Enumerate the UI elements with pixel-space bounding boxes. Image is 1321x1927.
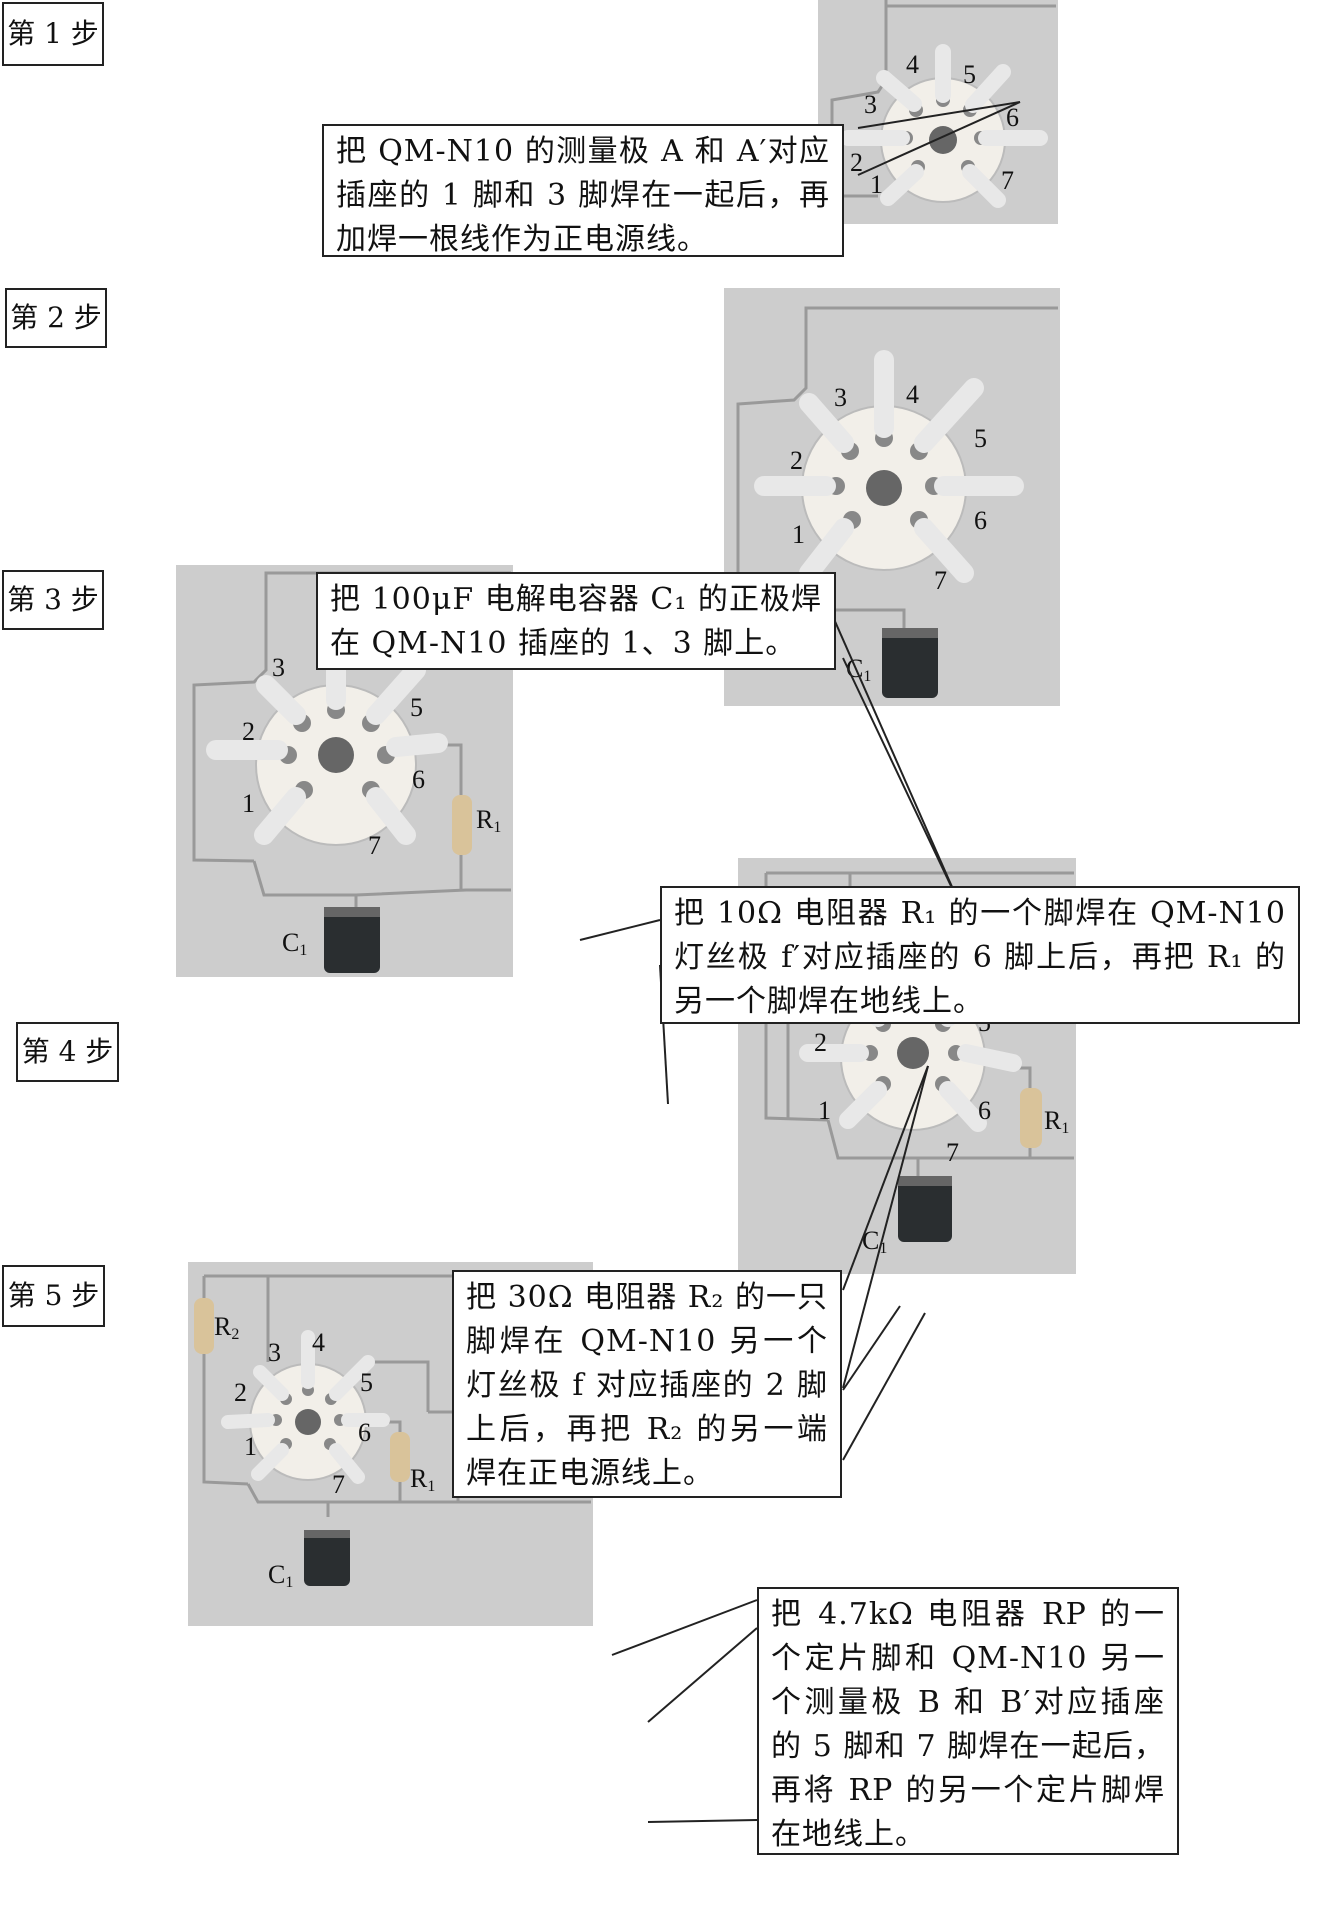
- pin-2-label: 2: [850, 148, 863, 177]
- pin-5-label: 5: [974, 424, 987, 453]
- pin-7-label: 7: [946, 1138, 959, 1167]
- r1-label: R1: [476, 805, 502, 836]
- pin-1-label: 1: [792, 520, 805, 549]
- pin-2-label: 2: [790, 446, 803, 475]
- pin-6-label: 6: [974, 506, 987, 535]
- pin-5-label: 5: [360, 1368, 373, 1397]
- step-4-label: 第 4 步: [16, 1022, 119, 1082]
- c1-label: C1: [862, 1226, 888, 1257]
- pin-7-label: 7: [934, 566, 947, 595]
- r1-label: R1: [410, 1464, 436, 1495]
- pin-1-label: 1: [818, 1096, 831, 1125]
- pin-3-label: 3: [268, 1338, 281, 1367]
- pin-2-label: 2: [242, 717, 255, 746]
- r2-label: R2: [214, 1312, 240, 1343]
- pin-7-label: 7: [368, 831, 381, 860]
- step-3-label: 第 3 步: [2, 570, 104, 630]
- pin-2-label: 2: [234, 1378, 247, 1407]
- pin-1-label: 1: [870, 170, 883, 199]
- step-2-label: 第 2 步: [5, 288, 107, 348]
- pin-1-label: 1: [244, 1432, 257, 1461]
- pin-6-label: 6: [978, 1096, 991, 1125]
- step-4-callout: 把 30Ω 电阻器 R₂ 的一只脚焊在 QM-N10 另一个灯丝极 f 对应插座…: [452, 1270, 842, 1498]
- c1-label: C1: [268, 1560, 294, 1591]
- pin-6-label: 6: [412, 765, 425, 794]
- pin-4-label: 4: [906, 50, 919, 79]
- pin-1-label: 1: [242, 789, 255, 818]
- step-3-callout: 把 10Ω 电阻器 R₁ 的一个脚焊在 QM-N10 灯丝极 f′对应插座的 6…: [660, 886, 1300, 1024]
- step-1-callout: 把 QM-N10 的测量极 A 和 A′对应插座的 1 脚和 3 脚焊在一起后，…: [322, 124, 844, 257]
- pin-6-label: 6: [1006, 103, 1019, 132]
- pin-3-label: 3: [864, 90, 877, 119]
- pin-5-label: 5: [963, 60, 976, 89]
- photo-step-1: 1 2 3 4 5 6 7: [818, 0, 1058, 224]
- c1-label: C1: [846, 654, 872, 685]
- pin-4-label: 4: [906, 380, 919, 409]
- pin-3-label: 3: [834, 383, 847, 412]
- step-1-label: 第 1 步: [2, 2, 104, 66]
- pin-6-label: 6: [358, 1418, 371, 1447]
- c1-label: C1: [282, 928, 308, 959]
- pin-4-label: 4: [312, 1328, 325, 1357]
- pin-2-label: 2: [814, 1028, 827, 1057]
- step-5-callout: 把 4.7kΩ 电阻器 RP 的一个定片脚和 QM-N10 另一个测量极 B 和…: [757, 1587, 1179, 1855]
- socket-diagram-3: [192, 571, 511, 973]
- r1-label: R1: [1044, 1106, 1070, 1137]
- pin-5-label: 5: [410, 693, 423, 722]
- pin-3-label: 3: [272, 653, 285, 682]
- pin-7-label: 7: [1001, 166, 1014, 195]
- pin-7-label: 7: [332, 1470, 345, 1499]
- socket-diagram-1: [830, 0, 1056, 208]
- step-5-label: 第 5 步: [2, 1265, 105, 1327]
- step-2-callout: 把 100μF 电解电容器 C₁ 的正极焊在 QM-N10 插座的 1、3 脚上…: [316, 572, 836, 670]
